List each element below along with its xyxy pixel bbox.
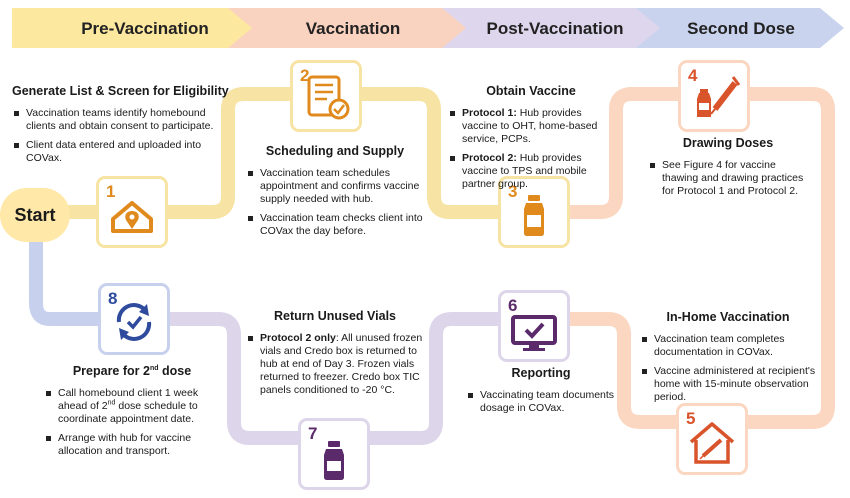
step-8-title: Prepare for 2nd dose bbox=[44, 364, 220, 379]
step-4-number: 4 bbox=[688, 66, 698, 85]
step-8-bullet: Call homebound client 1 week ahead of 2n… bbox=[46, 387, 220, 426]
step-3-protocol-2-label: Protocol 2: bbox=[462, 152, 517, 164]
step-1-card: Generate List & Screen for Eligibility V… bbox=[12, 84, 230, 171]
cycle-check-icon bbox=[116, 303, 152, 341]
step-5-node: 5 bbox=[676, 403, 748, 475]
step-6-card: Reporting Vaccinating team documents dos… bbox=[466, 366, 616, 421]
step-8-bullet-text-b: dose schedule to coordinate appointment … bbox=[58, 400, 198, 425]
step-8-card: Prepare for 2nd dose Call homebound clie… bbox=[44, 364, 220, 464]
step-7-card: Return Unused Vials Protocol 2 only: All… bbox=[246, 309, 424, 403]
step-8-bullet: Arrange with hub for vaccine allocation … bbox=[46, 432, 220, 458]
checklist-icon bbox=[307, 75, 350, 120]
step-4-bullet: See Figure 4 for vaccine thawing and dra… bbox=[650, 159, 808, 198]
step-2-number: 2 bbox=[300, 66, 310, 85]
step-3-bullet: Protocol 2: Hub provides vaccine to TPS … bbox=[450, 152, 614, 191]
step-6-node: 6 bbox=[498, 290, 570, 362]
step-8-bullet-text-a: Call homebound client 1 week ahead of 2 bbox=[58, 387, 199, 412]
step-4-node: 4 bbox=[678, 60, 750, 132]
step-3-card: Obtain Vaccine Protocol 1: Hub provides … bbox=[448, 84, 614, 197]
step-8-number: 8 bbox=[108, 289, 118, 308]
phase-label-post-vaccination: Post-Vaccination bbox=[486, 19, 624, 38]
step-8-title-sup: nd bbox=[149, 364, 159, 372]
step-3-number: 3 bbox=[508, 182, 518, 201]
step-2-title: Scheduling and Supply bbox=[265, 144, 405, 158]
step-5-title: In-Home Vaccination bbox=[666, 310, 790, 324]
step-6-bullet: Vaccinating team documents dosage in COV… bbox=[468, 389, 615, 414]
step-1-number: 1 bbox=[106, 182, 116, 201]
step-6-number: 6 bbox=[508, 296, 518, 315]
phase-arrow-pre-vaccination bbox=[12, 8, 262, 48]
step-3-protocol-1-label: Protocol 1: bbox=[462, 107, 517, 119]
path-segment-peach bbox=[560, 87, 835, 429]
step-2-bullet: Vaccination team checks client into COVa… bbox=[248, 212, 423, 237]
step-3-title: Obtain Vaccine bbox=[486, 84, 576, 98]
phase-arrow-second-dose bbox=[636, 8, 844, 48]
path-segment-blue bbox=[29, 240, 110, 326]
step-2-node: 2 bbox=[290, 60, 362, 132]
step-5-card: In-Home Vaccination Vaccination team com… bbox=[640, 310, 816, 410]
phase-arrow-vaccination bbox=[228, 8, 476, 48]
step-5-number: 5 bbox=[686, 409, 696, 428]
step-8-title-main: Prepare for 2 bbox=[72, 364, 150, 378]
step-8-title-tail: dose bbox=[158, 364, 192, 378]
step-3-node: 3 bbox=[498, 176, 570, 248]
step-7-title: Return Unused Vials bbox=[273, 309, 397, 323]
step-7-protocol-label: Protocol 2 only bbox=[260, 332, 336, 344]
monitor-check-icon bbox=[511, 315, 557, 351]
step-1-node: 1 bbox=[96, 176, 168, 248]
step-3-bullet: Protocol 1: Hub provides vaccine to OHT,… bbox=[450, 107, 614, 146]
syringe-vial-icon bbox=[697, 76, 741, 117]
step-7-bullet-text: : All unused frozen vials and Credo box … bbox=[260, 332, 423, 396]
phase-arrow-post-vaccination bbox=[442, 8, 670, 48]
house-syringe-icon bbox=[689, 422, 735, 464]
phase-label-second-dose: Second Dose bbox=[687, 19, 795, 38]
step-5-bullet: Vaccine administered at recipient's home… bbox=[642, 365, 816, 403]
step-4-card: Drawing Doses See Figure 4 for vaccine t… bbox=[648, 136, 808, 204]
path-segment-yellow bbox=[60, 87, 520, 219]
step-8-bullet-sup: nd bbox=[107, 399, 116, 407]
step-4-title: Drawing Doses bbox=[682, 136, 774, 150]
step-7-number: 7 bbox=[308, 424, 318, 443]
start-node: Start bbox=[0, 188, 70, 242]
step-2-bullet: Vaccination team schedules appointment a… bbox=[248, 167, 424, 206]
phase-label-pre-vaccination: Pre-Vaccination bbox=[81, 19, 209, 38]
step-3-protocol-2-text: Hub provides vaccine to TPS and mobile p… bbox=[462, 152, 587, 190]
step-3-protocol-1-text: Hub provides vaccine to OHT, home-based … bbox=[462, 107, 598, 145]
step-5-bullet: Vaccination team completes documentation… bbox=[642, 333, 816, 359]
step-6-title: Reporting bbox=[511, 366, 571, 380]
step-7-bullet: Protocol 2 only: All unused frozen vials… bbox=[248, 332, 424, 397]
step-8-node: 8 bbox=[98, 283, 170, 355]
step-2-card: Scheduling and Supply Vaccination team s… bbox=[246, 144, 424, 244]
phase-label-vaccination: Vaccination bbox=[305, 19, 401, 38]
vial-icon bbox=[324, 441, 344, 480]
step-7-node: 7 bbox=[298, 418, 370, 490]
step-1-bullet: Client data entered and uploaded into CO… bbox=[14, 139, 230, 165]
vial-icon bbox=[524, 195, 544, 236]
step-1-title: Generate List & Screen for Eligibility bbox=[12, 84, 229, 98]
step-1-bullet: Vaccination teams identify homebound cli… bbox=[14, 107, 230, 133]
home-location-icon bbox=[111, 201, 153, 233]
